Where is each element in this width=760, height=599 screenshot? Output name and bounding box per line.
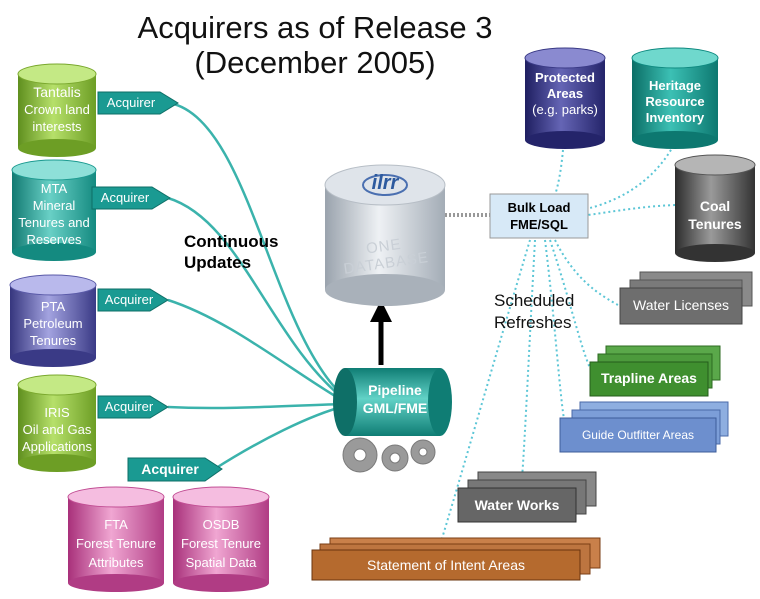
scheduled-line-2: Refreshes — [494, 313, 572, 332]
continuous-updates-label: Continuous Updates — [184, 231, 304, 273]
pta-desc-1: Petroleum — [23, 316, 83, 331]
mta-name: MTA — [40, 181, 68, 196]
mta-desc-1: Mineral — [32, 198, 76, 213]
heritage-line-1: Heritage — [648, 78, 702, 93]
coal-tenures-label: Coal Tenures — [675, 197, 755, 233]
fta-desc-1: Forest Tenure — [76, 536, 156, 551]
continuous-updates-line-1: Continuous — [184, 232, 279, 251]
coal-line-2: Tenures — [688, 216, 742, 232]
guide-outfitter-label: Guide Outfitter Areas — [581, 428, 695, 442]
acquirer-label-mta: Acquirer — [100, 190, 150, 205]
acquirer-label-pta: Acquirer — [104, 292, 154, 307]
pta-name: PTA — [40, 299, 66, 314]
mta-label: MTA Mineral Tenures and Reserves — [12, 180, 96, 248]
iris-name: IRIS — [44, 405, 70, 420]
pta-desc-2: Tenures — [29, 333, 77, 348]
statement-of-intent-label: Statement of Intent Areas — [367, 557, 525, 573]
mta-cylinder — [11, 159, 97, 261]
tantalis-desc-2: interests — [32, 119, 82, 134]
osdb-name: OSDB — [202, 517, 240, 532]
protected-areas-line-1: Protected — [535, 70, 595, 85]
scheduled-refreshes-label: Scheduled Refreshes — [494, 290, 614, 334]
trapline-areas-stack — [589, 345, 721, 397]
acquirer-label-forest: Acquirer — [141, 461, 199, 477]
water-licenses-stack — [619, 271, 753, 325]
trapline-areas-label: Trapline Areas — [601, 370, 697, 386]
acquirer-label-iris: Acquirer — [104, 399, 154, 414]
continuous-update-lines — [167, 101, 346, 472]
acquirer-arrows — [91, 91, 223, 482]
heritage-line-2: Resource — [645, 94, 705, 109]
iris-desc-1: Oil and Gas — [22, 422, 92, 437]
mta-desc-2: Tenures and — [18, 215, 90, 230]
bulk-load-line-1: Bulk Load — [507, 200, 571, 215]
osdb-cylinder — [172, 486, 270, 592]
fta-label: FTA Forest Tenure Attributes — [68, 515, 164, 572]
continuous-updates-line-2: Updates — [184, 253, 252, 272]
protected-areas-line-3: (e.g. parks) — [532, 102, 598, 117]
osdb-label: OSDB Forest Tenure Spatial Data — [173, 515, 269, 572]
statement-of-intent-stack — [311, 537, 601, 581]
mta-desc-3: Reserves — [26, 232, 82, 247]
iris-desc-2: Applications — [21, 439, 93, 454]
iris-cylinder — [17, 374, 97, 472]
osdb-desc-1: Forest Tenure — [181, 536, 261, 551]
pta-label: PTA Petroleum Tenures — [10, 298, 96, 349]
fta-desc-2: Attributes — [88, 555, 144, 570]
protected-areas-line-2: Areas — [546, 86, 584, 101]
protected-areas-cylinder — [524, 47, 606, 149]
title-line-1: Acquirers as of Release 3 — [137, 10, 493, 45]
tantalis-desc-1: Crown land — [24, 102, 90, 117]
osdb-desc-2: Spatial Data — [185, 555, 257, 570]
bulk-load-box — [489, 193, 589, 239]
scheduled-line-1: Scheduled — [494, 291, 575, 310]
acquirer-label-tantalis: Acquirer — [106, 95, 156, 110]
heritage-cylinder — [631, 47, 719, 149]
pipeline-line-2: GML/FME — [362, 400, 428, 416]
pipeline-label: Pipeline GML/FME — [350, 381, 440, 417]
water-licenses-label: Water Licenses — [633, 297, 729, 313]
guide-outfitter-stack — [559, 401, 729, 453]
water-works-label: Water Works — [474, 497, 560, 513]
pipeline-line-1: Pipeline — [368, 382, 422, 398]
bulk-load-label: Bulk Load FME/SQL — [490, 199, 588, 233]
gears-icon — [342, 437, 436, 473]
fta-cylinder — [67, 486, 165, 592]
coal-line-1: Coal — [699, 198, 731, 214]
pipeline-cylinder — [333, 368, 452, 436]
heritage-label: Heritage Resource Inventory — [632, 78, 718, 126]
tantalis-cylinder — [17, 63, 97, 157]
water-works-stack — [457, 471, 597, 523]
one-database-cylinder — [324, 164, 446, 306]
coal-cylinder — [674, 154, 756, 262]
protected-areas-label: Protected Areas (e.g. parks) — [525, 70, 605, 118]
iris-label: IRIS Oil and Gas Applications — [18, 404, 96, 455]
tantalis-label: Tantalis Crown land interests — [18, 84, 96, 135]
ilrr-logo: ilrr — [371, 172, 399, 194]
page-title: Acquirers as of Release 3 (December 2005… — [95, 10, 535, 80]
bulk-load-line-2: FME/SQL — [510, 217, 568, 232]
pta-cylinder — [9, 274, 97, 367]
title-line-2: (December 2005) — [194, 45, 436, 80]
heritage-line-3: Inventory — [645, 110, 705, 125]
fta-name: FTA — [104, 517, 128, 532]
tantalis-name: Tantalis — [33, 84, 81, 100]
